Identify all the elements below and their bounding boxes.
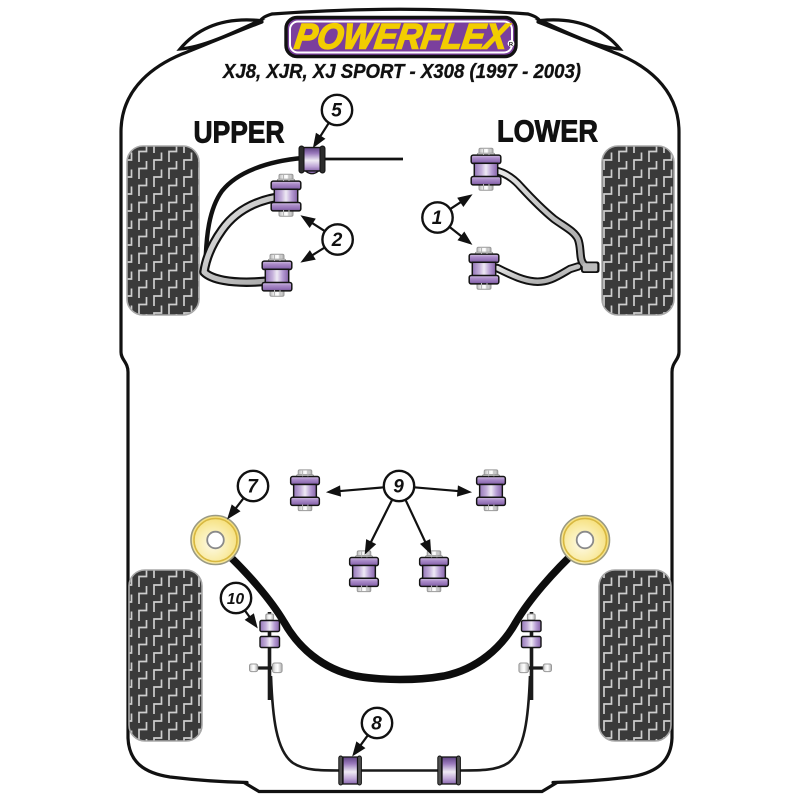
svg-text:7: 7: [247, 477, 259, 498]
svg-text:9: 9: [393, 477, 404, 498]
svg-text:LOWER: LOWER: [497, 114, 598, 149]
svg-text:XJ8, XJR, XJ SPORT - X308 (199: XJ8, XJR, XJ SPORT - X308 (1997 - 2003): [222, 60, 581, 83]
svg-text:UPPER: UPPER: [194, 115, 285, 150]
svg-text:5: 5: [331, 101, 342, 122]
svg-text:R: R: [509, 42, 514, 48]
svg-text:2: 2: [331, 230, 343, 251]
svg-text:10: 10: [227, 591, 245, 608]
svg-text:8: 8: [371, 714, 382, 735]
svg-text:1: 1: [432, 208, 443, 229]
svg-text:POWERFLEX: POWERFLEX: [292, 17, 512, 57]
